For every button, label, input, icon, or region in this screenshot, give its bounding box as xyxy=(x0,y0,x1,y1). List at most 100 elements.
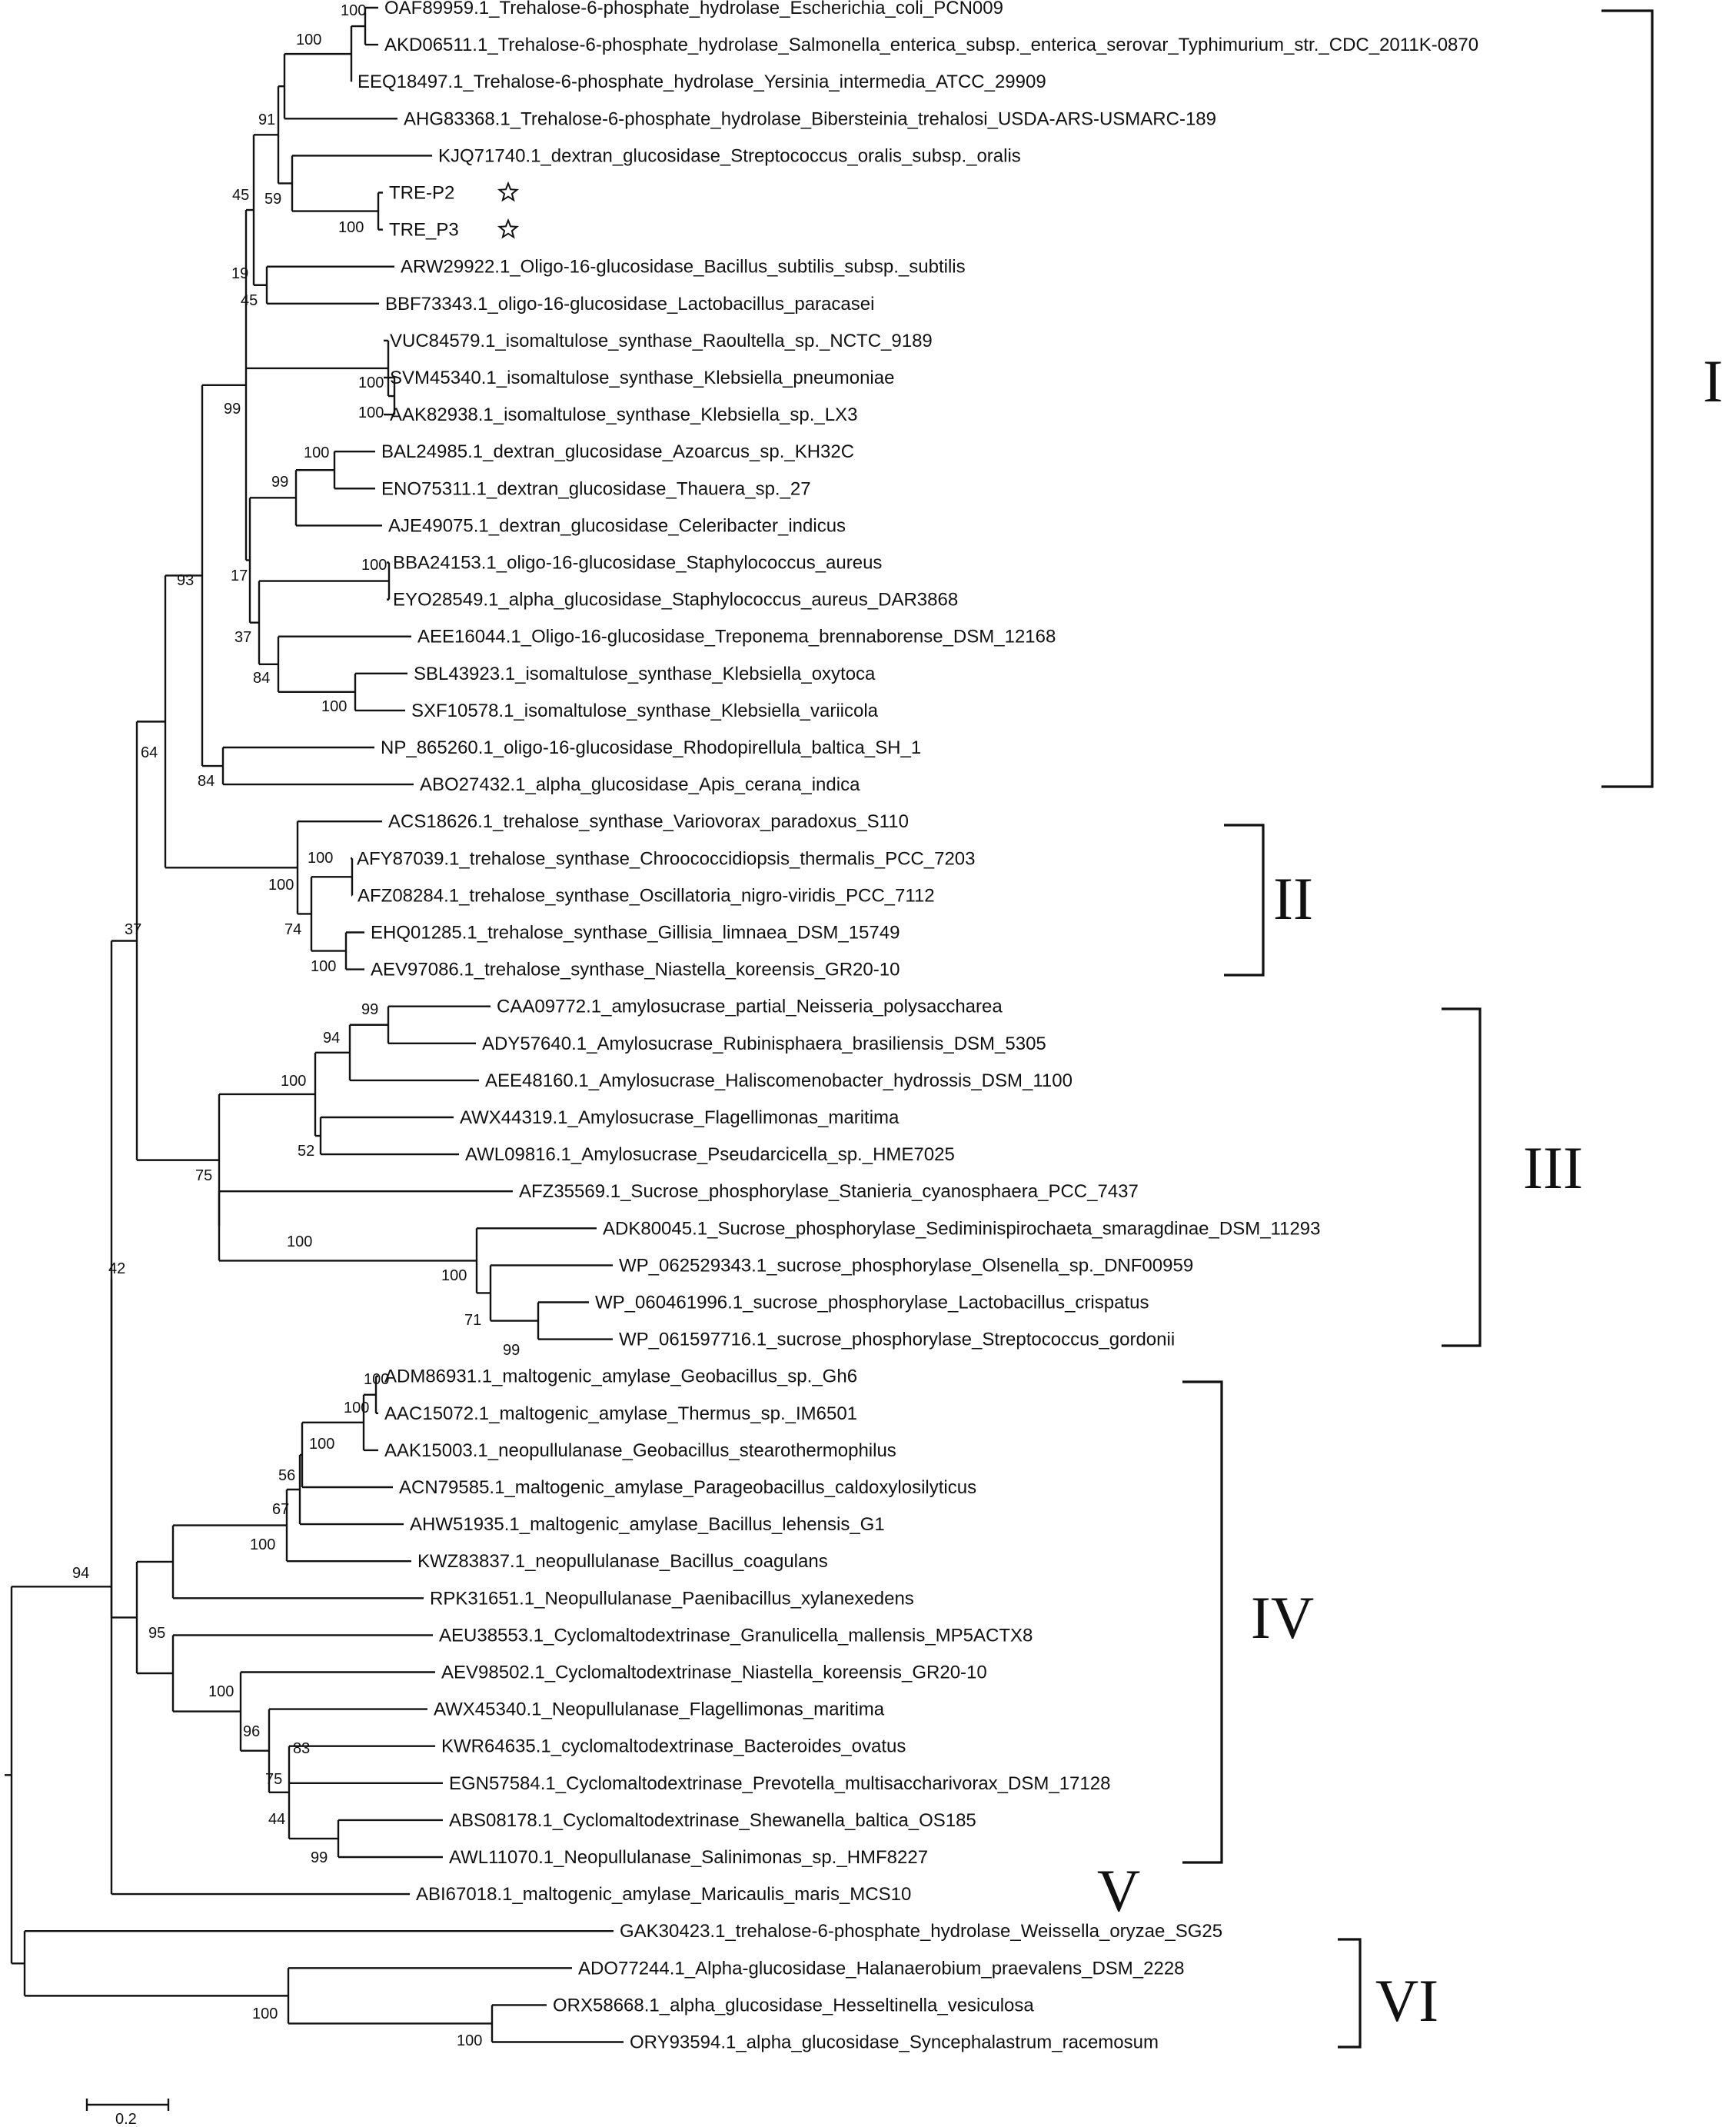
bootstrap-value: 74 xyxy=(284,921,301,938)
bootstrap-value: 100 xyxy=(296,32,321,48)
leaf-label: AWL09816.1_Amylosucrase_Pseudarcicella_s… xyxy=(465,1144,955,1165)
bootstrap-value: 99 xyxy=(311,1849,328,1866)
leaf-label: SXF10578.1_isomaltulose_synthase_Klebsie… xyxy=(411,701,879,721)
bootstrap-value: 99 xyxy=(361,1001,378,1018)
leaf-label: ENO75311.1_dextran_glucosidase_Thauera_s… xyxy=(381,478,811,499)
leaf-label: SBL43923.1_isomaltulose_synthase_Klebsie… xyxy=(414,664,876,684)
leaf-label: EGN57584.1_Cyclomaltodextrinase_Prevotel… xyxy=(449,1773,1110,1794)
bootstrap-value: 45 xyxy=(232,187,249,204)
leaf-label: AEV97086.1_trehalose_synthase_Niastella_… xyxy=(371,960,900,980)
leaf-label: AAC15072.1_maltogenic_amylase_Thermus_sp… xyxy=(384,1403,857,1424)
bootstrap-value: 100 xyxy=(208,1683,234,1700)
clade-bracket xyxy=(1442,1007,1482,1347)
bootstrap-value: 44 xyxy=(268,1811,285,1828)
bootstrap-value: 84 xyxy=(198,773,215,790)
leaf-label: KJQ71740.1_dextran_glucosidase_Streptoco… xyxy=(438,145,1021,166)
bootstrap-value: 100 xyxy=(364,1371,389,1388)
bootstrap-value: 59 xyxy=(264,191,281,208)
leaf-label: ACS18626.1_trehalose_synthase_Variovorax… xyxy=(388,811,909,832)
bootstrap-value: 37 xyxy=(234,629,251,646)
leaf-label: AEV98502.1_Cyclomaltodextrinase_Niastell… xyxy=(441,1663,987,1683)
bootstrap-value: 42 xyxy=(108,1260,125,1277)
bootstrap-value: 64 xyxy=(141,744,158,761)
bootstrap-value: 45 xyxy=(241,292,258,309)
star-icon xyxy=(497,181,520,202)
clade-label: II xyxy=(1273,865,1313,932)
bootstrap-value: 100 xyxy=(252,2006,278,2022)
leaf-label: ADO77244.1_Alpha-glucosidase_Halanaerobi… xyxy=(578,1958,1185,1979)
bootstrap-value: 100 xyxy=(281,1073,306,1090)
bootstrap-value: 100 xyxy=(358,404,384,421)
bootstrap-value: 75 xyxy=(265,1771,282,1788)
bootstrap-value: 37 xyxy=(125,921,141,938)
leaf-label: ADK80045.1_Sucrose_phosphorylase_Sedimin… xyxy=(603,1218,1321,1239)
leaf-label: OAF89959.1_Trehalose-6-phosphate_hydrola… xyxy=(384,0,1003,18)
leaf-label: RPK31651.1_Neopullulanase_Paenibacillus_… xyxy=(430,1588,914,1609)
leaf-label: EYO28549.1_alpha_glucosidase_Staphylococ… xyxy=(393,590,958,611)
leaf-label: AWX44319.1_Amylosucrase_Flagellimonas_ma… xyxy=(460,1107,900,1128)
leaf-label: EEQ18497.1_Trehalose-6-phosphate_hydrola… xyxy=(358,72,1046,92)
leaf-label: AEU38553.1_Cyclomaltodextrinase_Granulic… xyxy=(439,1625,1033,1646)
bootstrap-value: 95 xyxy=(148,1625,165,1642)
leaf-label: BAL24985.1_dextran_glucosidase_Azoarcus_… xyxy=(381,441,854,462)
leaf-label: BBA24153.1_oligo-16-glucosidase_Staphylo… xyxy=(393,553,882,574)
leaf-label: BBF73343.1_oligo-16-glucosidase_Lactobac… xyxy=(385,294,874,315)
leaf-label: AEE16044.1_Oligo-16-glucosidase_Treponem… xyxy=(417,627,1056,647)
leaf-label: ABO27432.1_alpha_glucosidase_Apis_cerana… xyxy=(420,774,860,795)
leaf-label: CAA09772.1_amylosucrase_partial_Neisseri… xyxy=(497,997,1003,1017)
clade-bracket xyxy=(1601,9,1654,788)
bootstrap-value: 71 xyxy=(464,1312,481,1329)
bootstrap-value: 99 xyxy=(271,474,288,491)
bootstrap-value: 94 xyxy=(323,1030,340,1047)
bootstrap-value: 84 xyxy=(253,670,270,687)
leaf-label: AAK15003.1_neopullulanase_Geobacillus_st… xyxy=(384,1440,896,1461)
leaf-label: AAK82938.1_isomaltulose_synthase_Klebsie… xyxy=(390,404,857,425)
leaf-label: AWL11070.1_Neopullulanase_Salinimonas_sp… xyxy=(449,1847,928,1868)
leaf-label: WP_062529343.1_sucrose_phosphorylase_Ols… xyxy=(619,1255,1193,1276)
clade-bracket xyxy=(1338,1938,1362,2049)
bootstrap-value: 100 xyxy=(441,1267,467,1284)
bootstrap-value: 75 xyxy=(195,1167,212,1184)
bootstrap-value: 96 xyxy=(243,1723,260,1740)
clade-label: III xyxy=(1523,1134,1583,1201)
bootstrap-value: 99 xyxy=(503,1342,520,1359)
tree-branches xyxy=(5,6,624,2043)
bootstrap-value: 100 xyxy=(358,374,384,391)
leaf-label: ADY57640.1_Amylosucrase_Rubinisphaera_br… xyxy=(482,1034,1046,1054)
bootstrap-value: 100 xyxy=(308,850,333,867)
leaf-label: KWR64635.1_cyclomaltodextrinase_Bacteroi… xyxy=(441,1736,906,1757)
bootstrap-value: 100 xyxy=(321,698,347,715)
leaf-label: WP_060461996.1_sucrose_phosphorylase_Lac… xyxy=(595,1293,1149,1313)
leaf-label: SVM45340.1_isomaltulose_synthase_Klebsie… xyxy=(390,368,894,388)
leaf-label: ABI67018.1_maltogenic_amylase_Maricaulis… xyxy=(416,1884,911,1905)
leaf-label: AKD06511.1_Trehalose-6-phosphate_hydrola… xyxy=(384,35,1478,55)
bootstrap-value: 100 xyxy=(309,1436,334,1453)
scale-bar-label: 0.2 xyxy=(115,2111,137,2127)
leaf-label: VUC84579.1_isomaltulose_synthase_Raoulte… xyxy=(390,331,933,351)
leaf-label: ORY93594.1_alpha_glucosidase_Syncephalas… xyxy=(630,2032,1159,2053)
leaf-label: AHG83368.1_Trehalose-6-phosphate_hydrola… xyxy=(404,108,1216,129)
leaf-label: WP_061597716.1_sucrose_phosphorylase_Str… xyxy=(619,1330,1175,1350)
bootstrap-value: 94 xyxy=(72,1565,89,1582)
leaf-label: AJE49075.1_dextran_glucosidase_Celeribac… xyxy=(388,515,846,536)
leaf-label: TRE-P2 xyxy=(389,183,454,204)
scale-bar: 0.2 xyxy=(85,2099,170,2127)
bootstrap-value: 100 xyxy=(457,2032,482,2049)
bootstrap-value: 100 xyxy=(304,444,329,461)
bootstrap-value: 99 xyxy=(224,401,241,418)
leaf-label: EHQ01285.1_trehalose_synthase_Gillisia_l… xyxy=(371,923,900,944)
leaf-label: AFZ35569.1_Sucrose_phosphorylase_Stanier… xyxy=(519,1181,1139,1202)
bootstrap-value: 83 xyxy=(293,1740,310,1757)
bootstrap-value: 100 xyxy=(361,557,387,574)
clade-label: V xyxy=(1097,1857,1140,1924)
bootstrap-value: 93 xyxy=(177,572,194,589)
leaf-label: ACN79585.1_maltogenic_amylase_Parageobac… xyxy=(399,1477,976,1498)
clade-label: IV xyxy=(1251,1584,1314,1651)
bootstrap-value: 19 xyxy=(231,265,248,282)
bootstrap-value: 56 xyxy=(278,1467,295,1484)
leaf-label: ORX58668.1_alpha_glucosidase_Hesseltinel… xyxy=(553,1995,1034,2015)
leaf-label: ADM86931.1_maltogenic_amylase_Geobacillu… xyxy=(384,1366,857,1387)
